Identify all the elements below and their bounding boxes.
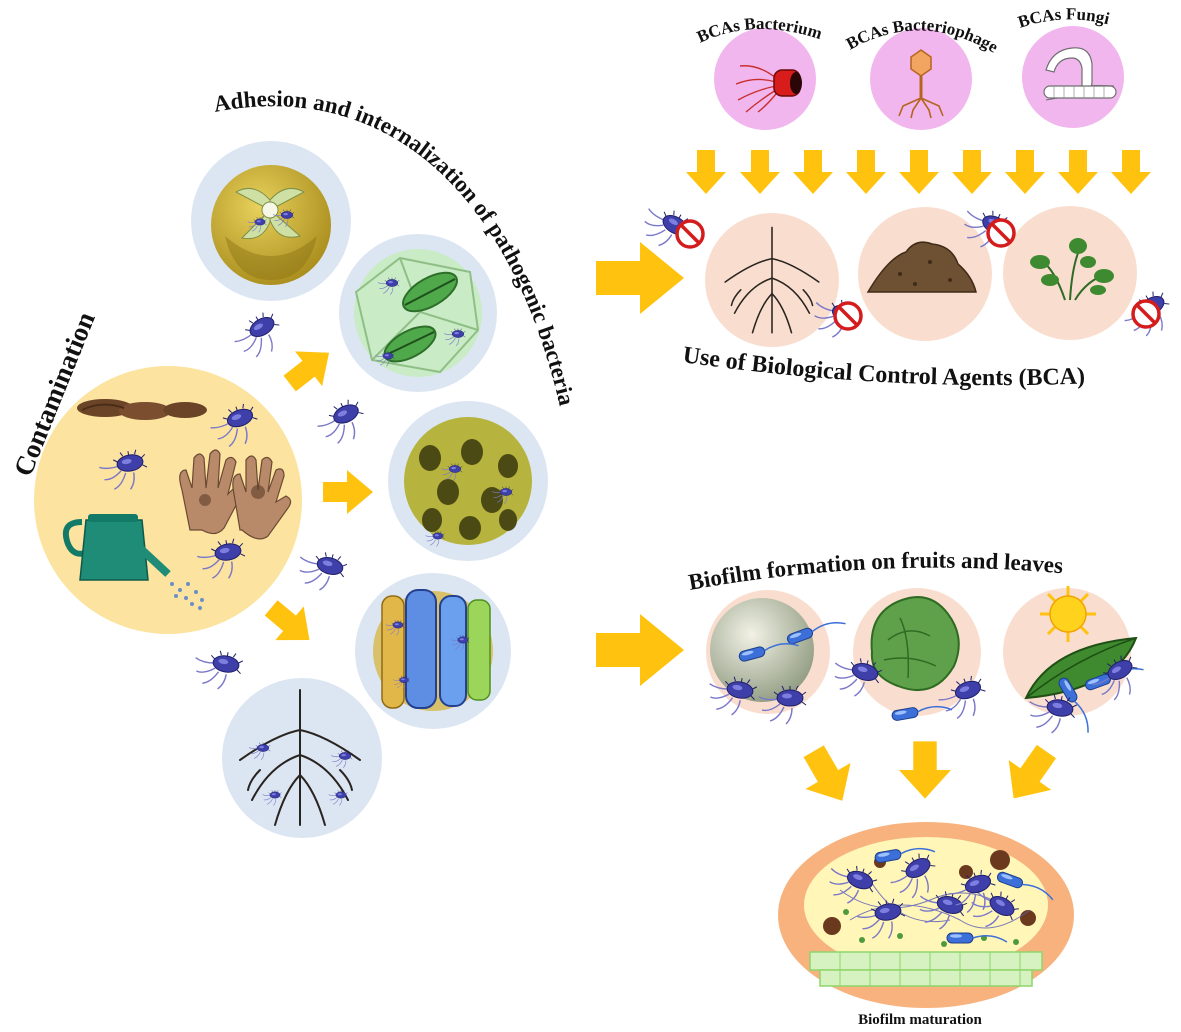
bca-down-arrows bbox=[686, 150, 1151, 194]
leaf-stomata-panel bbox=[339, 234, 497, 392]
bacterium-icon bbox=[190, 646, 245, 694]
fruit-calyx-panel bbox=[191, 141, 351, 301]
bca-soil-target bbox=[858, 207, 992, 341]
bacterium-icon bbox=[228, 307, 290, 366]
arrow-lettuce-to-maturation bbox=[899, 741, 951, 799]
biofilm-fruit-panel bbox=[704, 590, 847, 725]
agent-disc bbox=[1022, 26, 1124, 128]
contamination-panel bbox=[34, 366, 302, 634]
prohibited-icon bbox=[675, 219, 705, 249]
biofilm-maturation-label: Biofilm maturation bbox=[858, 1012, 982, 1028]
arrow-to-stomata bbox=[276, 335, 343, 401]
biofilm-lettuce-panel bbox=[827, 588, 993, 726]
prohibited-icon bbox=[1131, 299, 1161, 329]
bca-fungi-panel bbox=[1022, 26, 1124, 128]
dirty-hands-icon bbox=[179, 449, 292, 540]
arrow-to-roots bbox=[257, 591, 324, 657]
arrow-leaf-to-maturation bbox=[992, 736, 1068, 814]
bca-bacterium-panel bbox=[714, 28, 816, 130]
bca-root-target bbox=[705, 213, 839, 347]
prohibited-icon bbox=[986, 218, 1016, 248]
biofilm-maturation-panel bbox=[778, 822, 1074, 1008]
bacterium-icon bbox=[292, 545, 350, 596]
surface-pits-panel bbox=[388, 401, 548, 561]
sun-icon bbox=[1040, 586, 1096, 642]
biofilm-formation-title: Biofilm formation on fruits and leaves bbox=[687, 548, 1065, 595]
arrow-to-cuticle bbox=[323, 470, 373, 514]
manure-icon bbox=[77, 399, 207, 420]
arrow-fruit-to-maturation bbox=[791, 738, 865, 814]
agent-disc bbox=[714, 28, 816, 130]
arrow-to-bca bbox=[596, 242, 684, 314]
root-panel bbox=[222, 678, 382, 838]
bacterium-icon bbox=[312, 395, 373, 452]
bca-bacteriophage-panel bbox=[870, 28, 972, 130]
watering-can-icon bbox=[62, 514, 171, 581]
water-droplets bbox=[170, 582, 204, 610]
peach-disc bbox=[1003, 206, 1137, 340]
bca-herb-target bbox=[1003, 206, 1137, 340]
biofilm-leaf-panel bbox=[1003, 586, 1148, 738]
arrow-to-biofilm bbox=[596, 614, 684, 686]
prohibited-icon bbox=[833, 301, 863, 331]
plant-tissue-panel bbox=[355, 573, 511, 729]
bca-title: Use of Biological Control Agents (BCA) bbox=[681, 342, 1085, 391]
